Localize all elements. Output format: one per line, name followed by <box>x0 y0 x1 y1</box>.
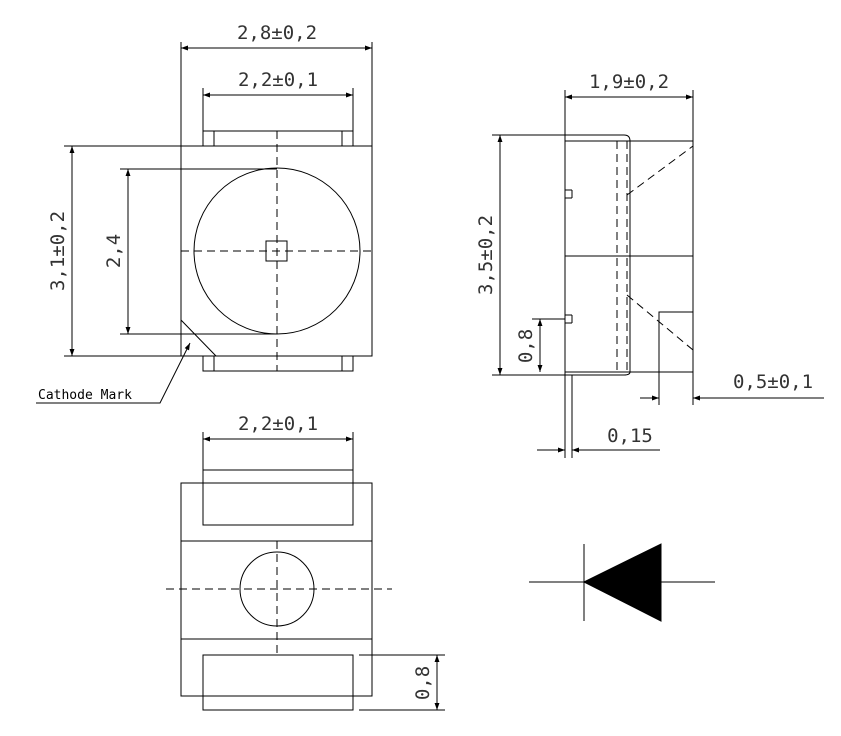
diode-symbol <box>529 543 715 622</box>
cathode-mark-label: Cathode Mark <box>38 388 132 403</box>
top-lower-pad <box>202 355 354 372</box>
side-view: 1,9±0,2 3,5±0,2 0,8 0,5±0,1 0,15 <box>475 71 824 458</box>
top-view: 2,8±0,2 2,2±0,1 3,1±0,2 2,4 Cathode Mark <box>36 22 373 404</box>
cathode-chamfer <box>180 319 217 357</box>
side-height-label: 3,5±0,2 <box>475 215 497 295</box>
bottom-view: 2,2±0,1 0,8 <box>166 413 445 711</box>
side-pad-width-label: 0,5±0,1 <box>733 371 813 393</box>
bottom-lower-pad <box>202 654 354 711</box>
bottom-upper-pad <box>202 469 354 526</box>
side-pad <box>658 311 694 373</box>
cathode-leader <box>36 342 191 404</box>
top-upper-pad <box>202 130 354 147</box>
top-width-inner-label: 2,2±0,1 <box>238 69 318 91</box>
diode-triangle <box>582 543 662 622</box>
top-height-inner-label: 2,4 <box>103 234 125 268</box>
top-width-outer-label: 2,8±0,2 <box>237 22 317 44</box>
side-lead-height-label: 0,8 <box>515 329 537 363</box>
bottom-pad-height-label: 0,8 <box>412 666 434 700</box>
side-lead-thickness-label: 0,15 <box>607 425 653 447</box>
side-width-label: 1,9±0,2 <box>589 71 669 93</box>
top-height-outer-label: 3,1±0,2 <box>47 211 69 291</box>
bottom-width-label: 2,2±0,1 <box>238 413 318 435</box>
